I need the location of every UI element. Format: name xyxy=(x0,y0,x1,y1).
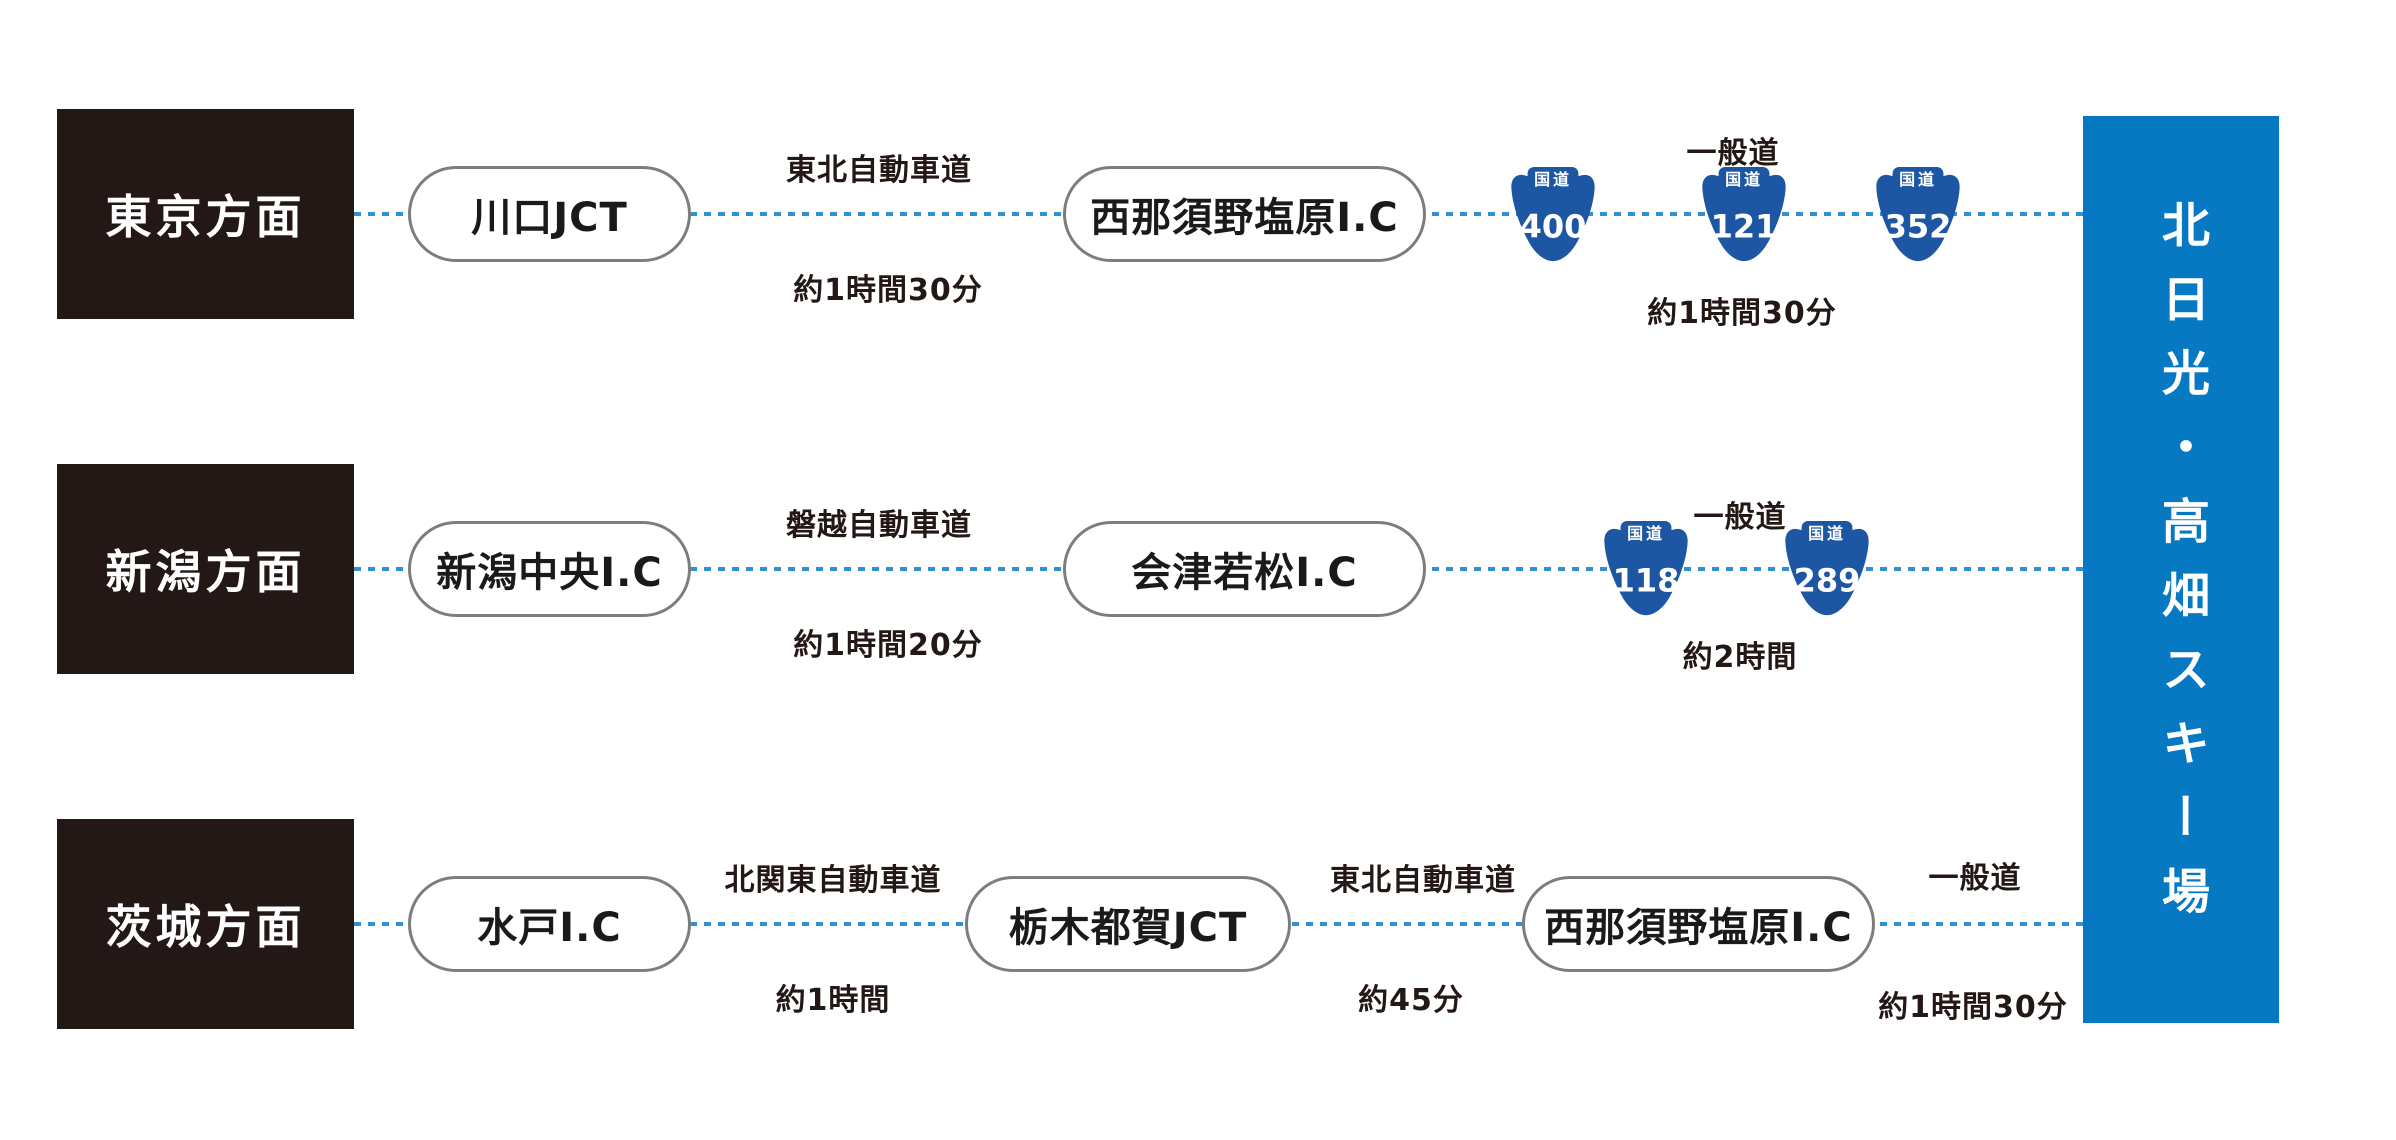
road-label-tohoku-expwy: 東北自動車道 xyxy=(786,153,972,188)
road-label-tohoku-expwy: 東北自動車道 xyxy=(1330,863,1516,898)
shield-kokudo-text: 国道 xyxy=(1534,170,1572,189)
time-label: 約2時間 xyxy=(1682,640,1798,675)
node-tochigi-tsuga-jct: 栃木都賀JCT xyxy=(965,876,1291,972)
destination-bar: 北日光・高畑スキー場 xyxy=(2083,116,2279,1023)
route-shield-icon-118: 国道 118 xyxy=(1604,520,1688,616)
road-label-ippando: 一般道 xyxy=(1686,136,1780,171)
time-label: 約45分 xyxy=(1358,983,1464,1018)
node-label: 西那須野塩原I.C xyxy=(1090,195,1399,241)
node-niigata-chuo-ic: 新潟中央I.C xyxy=(408,521,691,617)
route-shield-icon-121: 国道 121 xyxy=(1702,166,1786,262)
time-label: 約1時間 xyxy=(775,983,891,1018)
shield-number: 121 xyxy=(1711,208,1778,246)
shield-number: 400 xyxy=(1520,208,1587,246)
shield-number: 352 xyxy=(1885,208,1952,246)
shield-kokudo-text: 国道 xyxy=(1725,170,1763,189)
road-label-ippando: 一般道 xyxy=(1693,500,1787,535)
time-label: 約1時間20分 xyxy=(793,628,983,663)
node-label: 栃木都賀JCT xyxy=(1008,905,1248,951)
origin-box-ibaraki: 茨城方面 xyxy=(57,819,354,1029)
node-nishinasuno-shiobara-ic-2: 西那須野塩原I.C xyxy=(1522,876,1875,972)
origin-label-ibaraki: 茨城方面 xyxy=(105,900,306,954)
route-shield-icon-289: 国道 289 xyxy=(1785,520,1869,616)
road-label-ippando: 一般道 xyxy=(1928,861,2022,896)
shield-kokudo-text: 国道 xyxy=(1808,524,1846,543)
route-shield-icon-352: 国道 352 xyxy=(1876,166,1960,262)
route-shield-icon-400: 国道 400 xyxy=(1511,166,1595,262)
road-label-kitakanto-expwy: 北関東自動車道 xyxy=(724,863,942,898)
node-nishinasuno-shiobara-ic: 西那須野塩原I.C xyxy=(1063,166,1426,262)
road-label-banetsu-expwy: 磐越自動車道 xyxy=(786,508,972,543)
shield-kokudo-text: 国道 xyxy=(1899,170,1937,189)
node-label: 水戸I.C xyxy=(477,905,622,951)
origin-box-tokyo: 東京方面 xyxy=(57,109,354,319)
node-aizu-wakamatsu-ic: 会津若松I.C xyxy=(1063,521,1426,617)
time-label: 約1時間30分 xyxy=(793,273,983,308)
time-label: 約1時間30分 xyxy=(1878,990,2068,1025)
destination-label: 北日光・高畑スキー場 xyxy=(2153,199,2209,940)
node-label: 川口JCT xyxy=(471,195,628,241)
time-label: 約1時間30分 xyxy=(1647,296,1837,331)
node-label: 新潟中央I.C xyxy=(436,550,663,596)
node-kawaguchi-jct: 川口JCT xyxy=(408,166,691,262)
node-mito-ic: 水戸I.C xyxy=(408,876,691,972)
origin-label-tokyo: 東京方面 xyxy=(105,190,306,244)
node-label: 西那須野塩原I.C xyxy=(1544,905,1853,951)
shield-number: 118 xyxy=(1613,562,1680,600)
origin-label-niigata: 新潟方面 xyxy=(105,545,306,599)
node-label: 会津若松I.C xyxy=(1131,550,1358,596)
shield-number: 289 xyxy=(1794,562,1861,600)
shield-kokudo-text: 国道 xyxy=(1627,524,1665,543)
origin-box-niigata: 新潟方面 xyxy=(57,464,354,674)
